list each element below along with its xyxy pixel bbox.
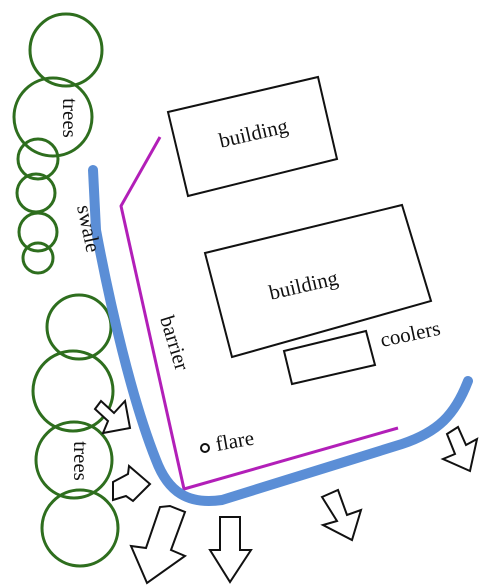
hollow-arrow-icon	[112, 464, 152, 503]
coolers-label: coolers	[378, 316, 442, 352]
tree-circle-icon	[45, 293, 113, 361]
swale-channel	[88, 165, 473, 506]
hollow-arrow-icon	[93, 398, 132, 435]
building-top	[166, 75, 339, 198]
hollow-arrow-icon	[208, 516, 253, 584]
tree-circle-icon	[21, 241, 55, 275]
hollow-arrow-icon	[320, 488, 363, 542]
building-middle	[203, 203, 433, 359]
tree-circle-icon	[34, 420, 114, 500]
trees-bottom-label: trees	[69, 441, 93, 481]
flow-arrows	[93, 398, 479, 585]
swale-label: swale	[72, 203, 105, 255]
trees-top-label: trees	[58, 98, 82, 138]
tree-circle-icon	[16, 137, 60, 181]
flare-point-icon	[200, 443, 210, 453]
hollow-arrow-icon	[440, 425, 479, 473]
barrier-label: barrier	[155, 313, 194, 374]
tree-circle-icon	[17, 211, 59, 253]
tree-cluster-top	[12, 12, 104, 275]
tree-circle-icon	[40, 488, 120, 568]
tree-cluster-bottom	[31, 293, 120, 568]
tree-circle-icon	[28, 12, 104, 88]
barrier-line	[119, 136, 399, 491]
tree-circle-icon	[31, 349, 115, 433]
flare-label: flare	[214, 426, 256, 456]
tree-circle-icon	[12, 76, 94, 158]
hollow-arrow-icon	[129, 504, 188, 585]
coolers-box	[282, 329, 377, 386]
